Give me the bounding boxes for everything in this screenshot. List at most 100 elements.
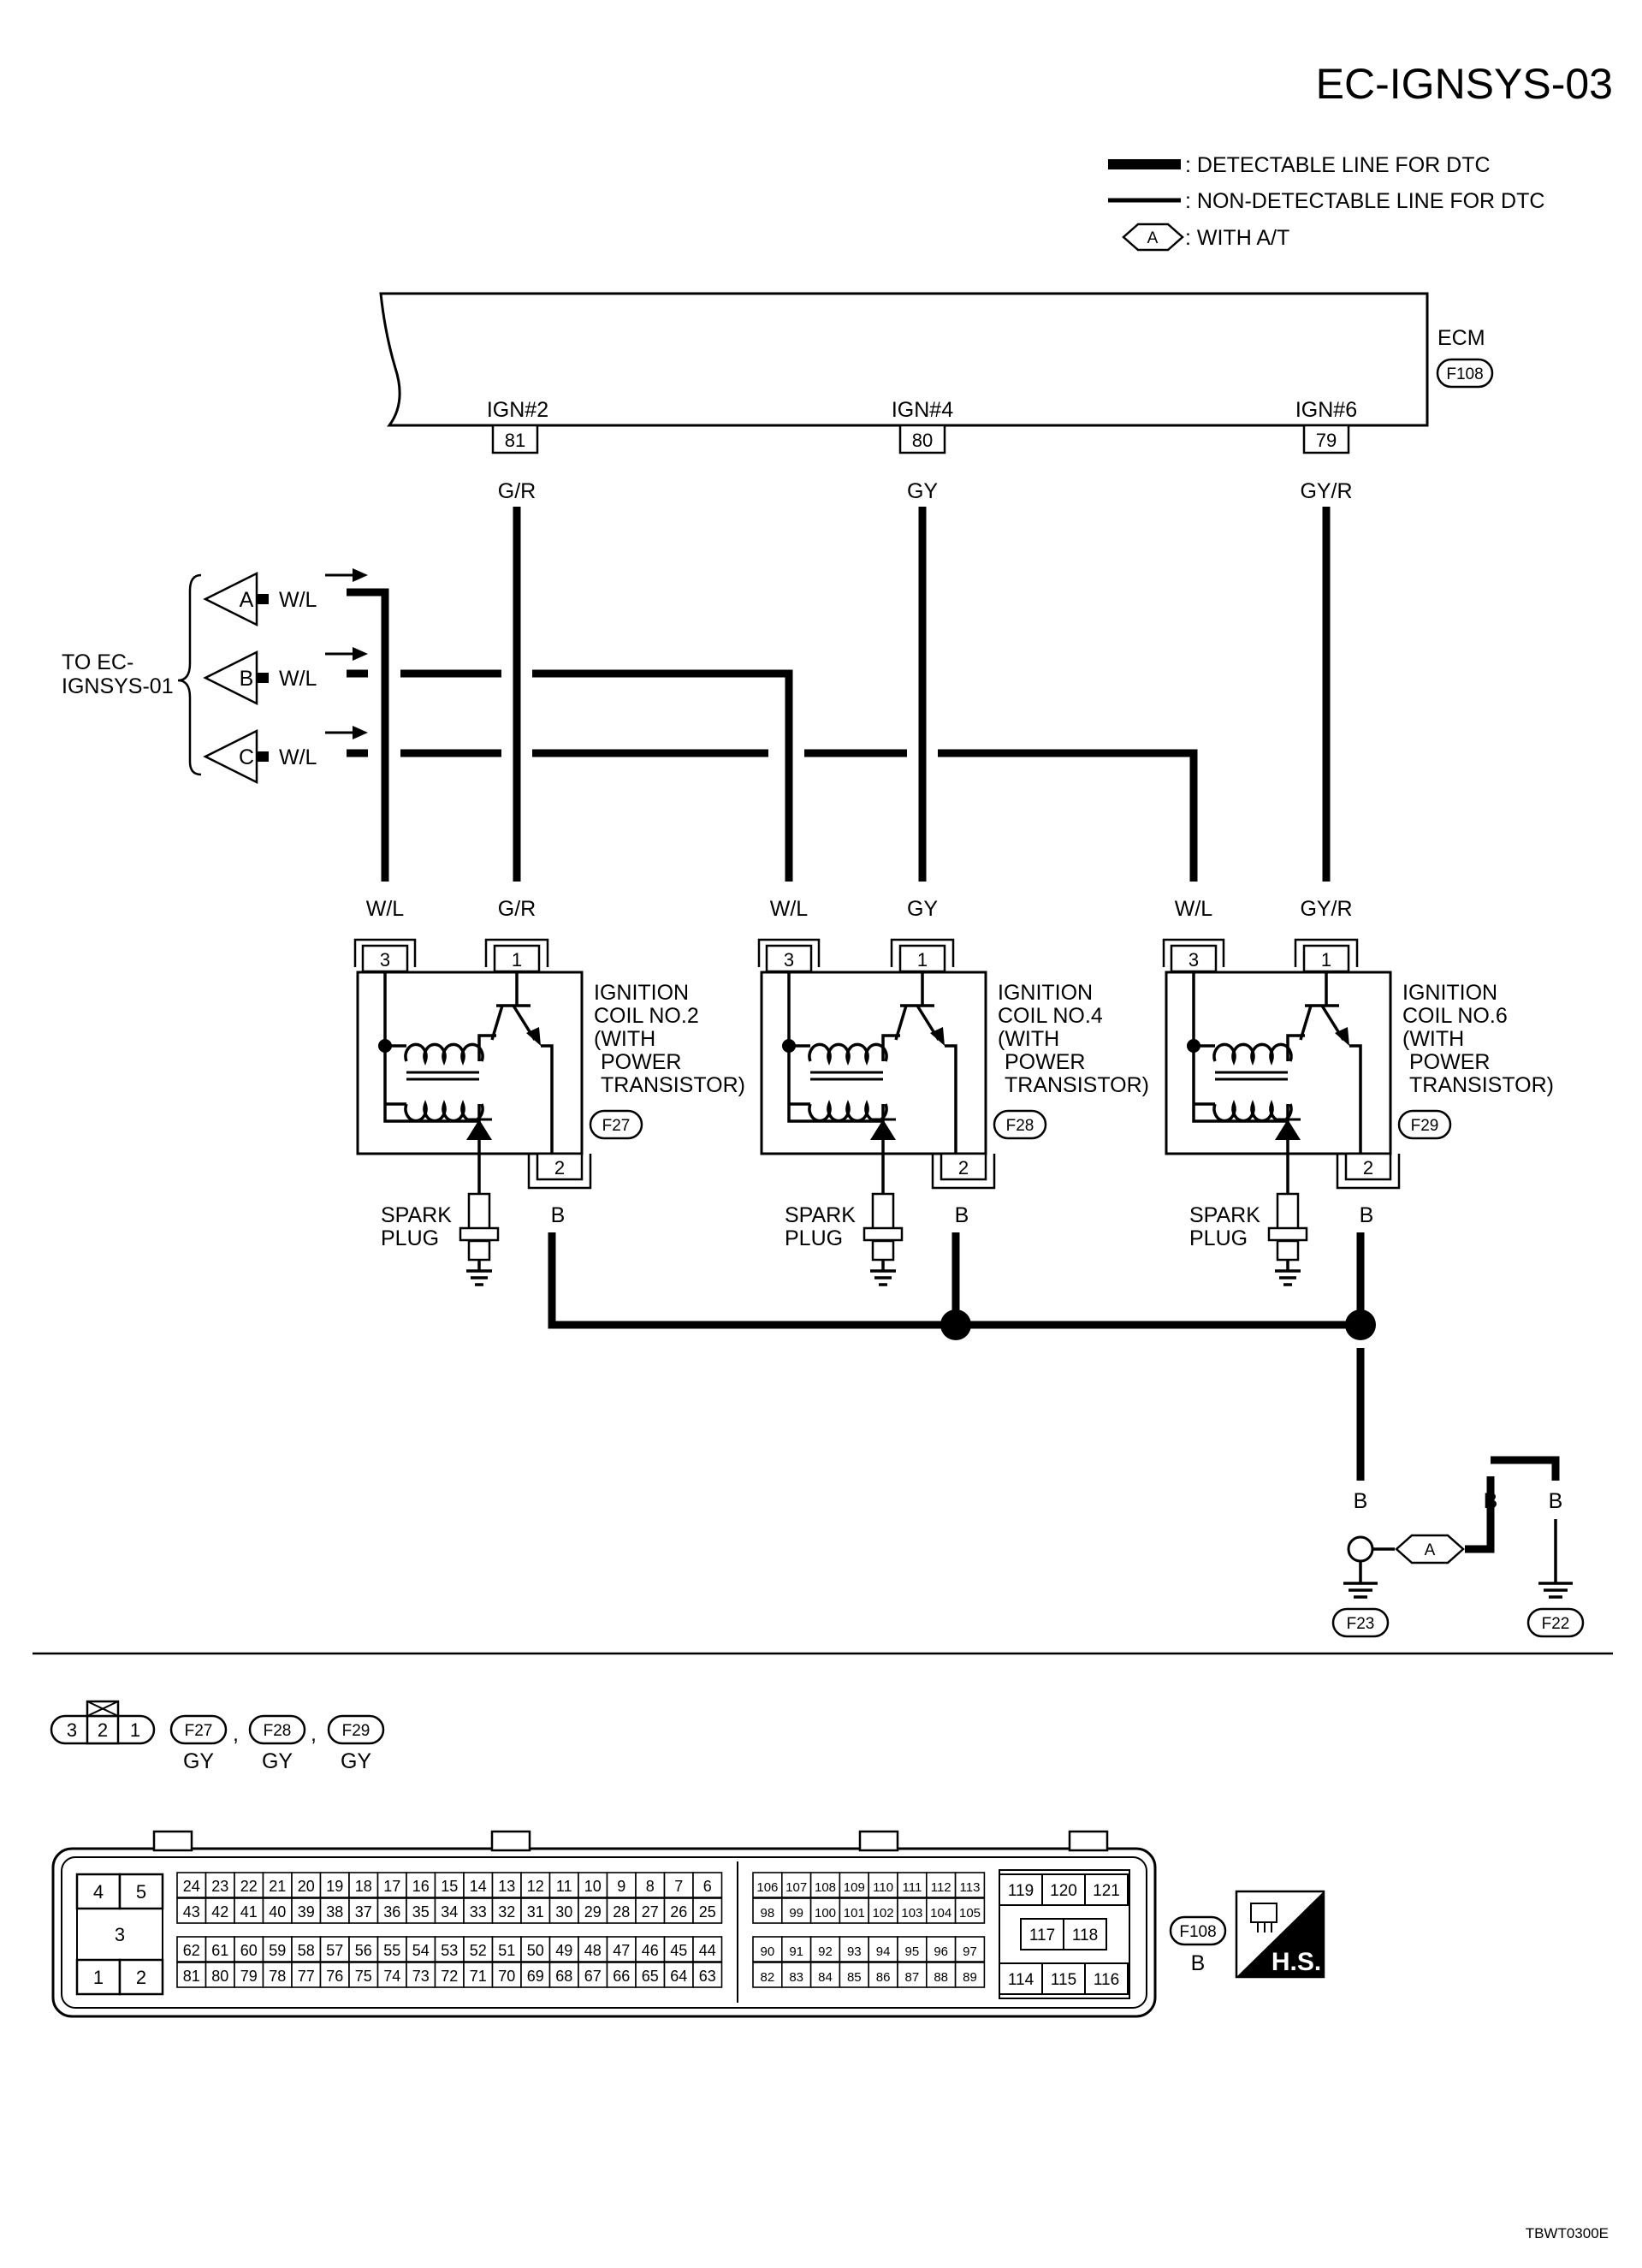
ecm-pin-cell xyxy=(319,1872,350,1898)
ecm-pin-cell xyxy=(548,1962,579,1988)
ecm-pin-cell xyxy=(319,1936,350,1962)
ecm-pin-cell xyxy=(262,1872,293,1898)
svg-text:B: B xyxy=(1549,1489,1563,1513)
svg-text:C: C xyxy=(239,745,254,769)
svg-text:117: 117 xyxy=(1029,1927,1055,1944)
ecm-pin-label: 36 xyxy=(383,1903,400,1921)
ecm-pin-label: 22 xyxy=(240,1878,258,1895)
ecm-label: ECM xyxy=(1437,326,1485,350)
svg-text:A: A xyxy=(1425,1541,1436,1559)
svg-text:W/L: W/L xyxy=(1175,897,1213,921)
ecm-pin-cell xyxy=(578,1897,608,1924)
ecm-pin-label: 107 xyxy=(785,1880,807,1895)
ecm-pin-label: 39 xyxy=(298,1903,315,1921)
ecm-pin-label: 20 xyxy=(298,1878,315,1895)
ecm-connector-ref: F108 xyxy=(1446,365,1483,383)
ecm-pin-label: 95 xyxy=(905,1944,920,1959)
ecm-pin-label: 102 xyxy=(873,1906,894,1921)
ecm-pin-cell xyxy=(606,1936,637,1962)
ecm-pin-label: 84 xyxy=(818,1970,833,1985)
ecm-terminal-ign6: IGN#6 79 GY/R xyxy=(1295,398,1357,503)
svg-text:2: 2 xyxy=(98,1719,108,1741)
ecm-pin-label: 10 xyxy=(584,1878,602,1895)
legend-tag-desc: : WITH A/T xyxy=(1185,226,1289,250)
ecm-pin-label: 48 xyxy=(584,1942,602,1959)
ecm-pin-label: 91 xyxy=(789,1944,803,1959)
ignition-coil-2: W/L G/R 3 1 2 B IGNITION COIL NO.2 (WI xyxy=(353,897,745,1286)
ecm-pin-label: 46 xyxy=(642,1942,659,1959)
ecm-pin-cell xyxy=(839,1962,870,1988)
svg-text:120: 120 xyxy=(1050,1882,1077,1900)
ecm-pin-cell xyxy=(548,1872,579,1898)
ecm-pin-label: 24 xyxy=(183,1878,200,1895)
ecm-pin-cell xyxy=(954,1897,986,1924)
ecm-pin-label: 85 xyxy=(847,1970,862,1985)
ecm-pin-cell xyxy=(262,1936,293,1962)
svg-text:F108: F108 xyxy=(1179,1923,1216,1941)
ecm-pin-label: 71 xyxy=(470,1968,487,1985)
ecm-pin-cell xyxy=(926,1962,957,1988)
ecm-pin-label: 108 xyxy=(815,1880,836,1895)
ecm-pin-label: 113 xyxy=(960,1880,981,1895)
ecm-pin-cell xyxy=(234,1897,264,1924)
wire-wl-a xyxy=(347,588,389,882)
ecm-pin-label: 26 xyxy=(670,1903,687,1921)
svg-text:,: , xyxy=(233,1722,239,1746)
ecm-pin-cell xyxy=(606,1872,637,1898)
to-ref: TO EC- IGNSYS-01 A W/L B W/L C W/L xyxy=(62,568,368,785)
svg-text:COIL NO.6: COIL NO.6 xyxy=(1402,1004,1508,1028)
ecm-pin-label: 23 xyxy=(211,1878,228,1895)
svg-text:(WITH: (WITH xyxy=(594,1027,655,1051)
svg-text:B: B xyxy=(955,1203,969,1227)
ecm-pin-cell xyxy=(635,1897,666,1924)
svg-text:2: 2 xyxy=(958,1157,969,1179)
ecm-pin-cell xyxy=(491,1897,522,1924)
ecm-pin-label: 45 xyxy=(670,1942,687,1959)
ecm-pin-cell xyxy=(434,1897,465,1924)
ecm-pin-label: 56 xyxy=(355,1942,372,1959)
svg-text:1: 1 xyxy=(917,949,928,971)
svg-text:3: 3 xyxy=(1189,949,1199,971)
ecm-pin-cell xyxy=(635,1962,666,1988)
ecm-pin-cell xyxy=(780,1962,812,1988)
ecm-pin-label: 12 xyxy=(527,1878,544,1895)
svg-text:W/L: W/L xyxy=(279,588,317,612)
svg-text:114: 114 xyxy=(1008,1971,1034,1989)
harness-side-icon: H.S. xyxy=(1235,1890,1325,1979)
ecm-pin-label: 37 xyxy=(355,1903,372,1921)
svg-text:SPARK: SPARK xyxy=(381,1203,452,1227)
ecm-pin-label: 88 xyxy=(934,1970,948,1985)
ecm-pin-label: 112 xyxy=(931,1880,951,1895)
ground-f22: F22 xyxy=(1542,1615,1570,1633)
ecm-pin-label: 52 xyxy=(470,1942,487,1959)
ecm-pin-cell xyxy=(663,1962,694,1988)
svg-text:1: 1 xyxy=(512,949,522,971)
svg-text:TRANSISTOR): TRANSISTOR) xyxy=(1409,1073,1554,1097)
ecm-pin-cell xyxy=(205,1962,235,1988)
ecm-pin-cell xyxy=(176,1897,207,1924)
svg-text:B: B xyxy=(1191,1951,1206,1975)
svg-text:3: 3 xyxy=(380,949,390,971)
svg-text:W/L: W/L xyxy=(770,897,809,921)
svg-text:3: 3 xyxy=(115,1924,125,1945)
ecm-pin-cell xyxy=(692,1872,723,1898)
ecm-pin-cell xyxy=(809,1897,841,1924)
ecm-pin-label: 14 xyxy=(470,1878,487,1895)
ecm-pin-label: 90 xyxy=(761,1944,775,1959)
svg-text:B: B xyxy=(240,667,254,691)
ecm-pin-cell xyxy=(926,1936,957,1962)
ecm-pin-label: 72 xyxy=(441,1968,458,1985)
ecm-pin-cell xyxy=(491,1872,522,1898)
ecm-pin-cell xyxy=(692,1936,723,1962)
ecm-pin-label: 47 xyxy=(613,1942,630,1959)
svg-text:GY: GY xyxy=(183,1749,214,1773)
ecm-pin-cell xyxy=(578,1872,608,1898)
svg-text:IGN#6: IGN#6 xyxy=(1295,398,1357,422)
legend-non-detectable: : NON-DETECTABLE LINE FOR DTC xyxy=(1185,189,1544,213)
ecm-pin-label: 29 xyxy=(584,1903,602,1921)
svg-text:GY: GY xyxy=(262,1749,293,1773)
ecm-pin-label: 96 xyxy=(934,1944,948,1959)
svg-text:IGN#2: IGN#2 xyxy=(487,398,548,422)
